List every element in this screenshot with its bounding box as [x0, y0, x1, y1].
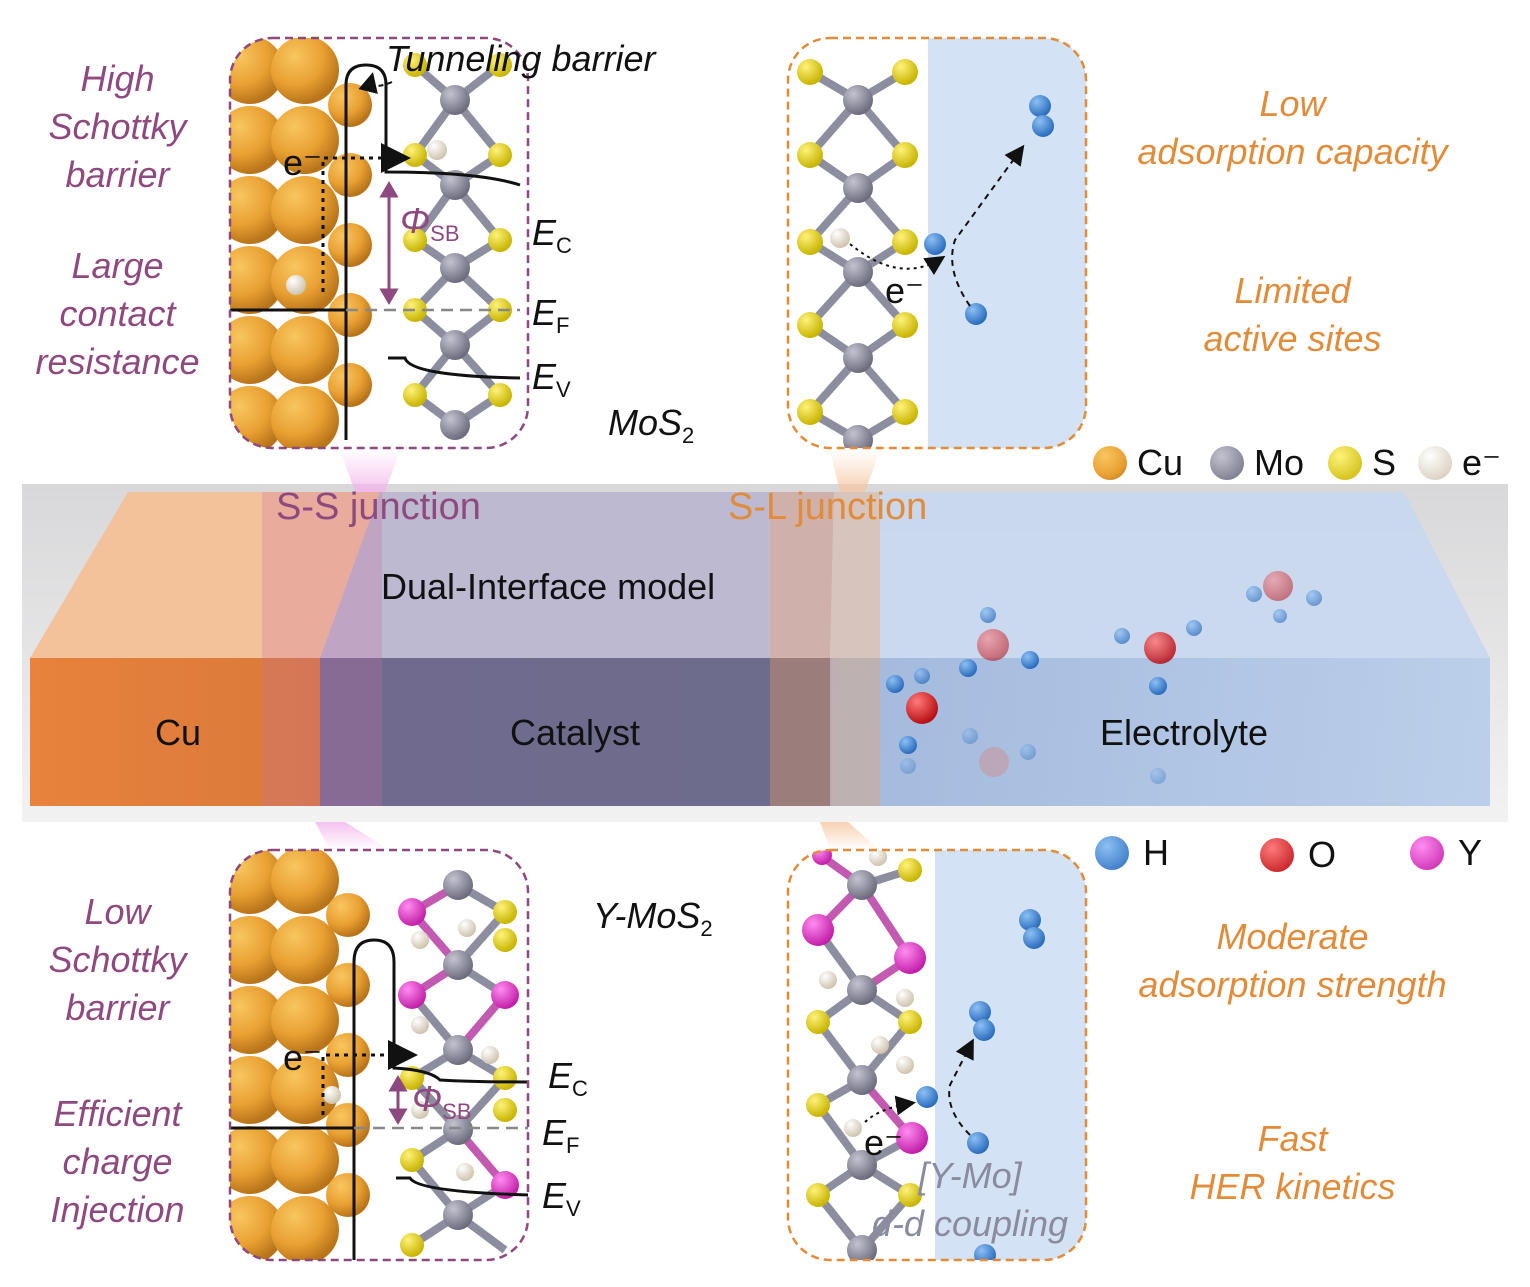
top-left-label-schottky: High Schottky barrier	[48, 58, 187, 195]
top-right-label-adsorption: Low adsorption capacity	[1137, 83, 1448, 172]
connector-br	[820, 822, 880, 850]
model-title: Dual-Interface model	[381, 566, 716, 607]
mo-swatch-icon	[1210, 446, 1244, 480]
electrolyte-label: Electrolyte	[1100, 712, 1269, 753]
panel-top-left-border	[228, 36, 530, 450]
catalyst-label: Catalyst	[510, 712, 641, 753]
o-swatch-icon	[1260, 838, 1294, 872]
cu-atoms-top	[230, 38, 372, 448]
yo-coupling-label: [Y-Mo] d-d coupling	[871, 1155, 1069, 1244]
s-atoms-br	[806, 858, 922, 1207]
electron-swatch-icon	[1418, 446, 1452, 480]
panel-bottom-left	[230, 850, 528, 1260]
connector-bl	[315, 822, 390, 850]
s-swatch-icon	[1328, 446, 1362, 480]
electron-path-br	[864, 1095, 916, 1123]
ev-label-bottom: EV	[542, 1175, 581, 1221]
ef-label-top: EF	[532, 292, 570, 338]
legend-o: O	[1260, 834, 1336, 876]
band-diagram-top	[230, 63, 521, 440]
tunneling-arrow	[358, 72, 393, 94]
panel-top-right-border	[786, 36, 1088, 450]
bottom-left-label-schottky: Low Schottky barrier	[48, 891, 187, 1028]
phi-sb-arrow-top	[379, 181, 399, 305]
ef-label-bottom: EF	[542, 1112, 580, 1158]
water-molecules	[886, 571, 1322, 784]
ss-junction-glow	[262, 492, 382, 806]
s-atoms-tr	[797, 59, 918, 425]
tunneling-barrier-label: Tunneling barrier	[386, 38, 656, 79]
catalyst-slab	[320, 492, 834, 806]
mo-atoms-br	[847, 870, 877, 1260]
h2-path-br	[948, 1038, 974, 1136]
ec-label-top: EC	[532, 212, 572, 258]
material-label-mos2: MoS2	[608, 402, 695, 448]
legend-h: H	[1095, 832, 1169, 874]
panel-top-left	[230, 38, 528, 448]
ev-label-top: EV	[532, 356, 571, 402]
mo-atoms-bl	[443, 870, 473, 1230]
phi-sb-label-bottom: ΦSB	[412, 1078, 472, 1124]
h-atoms-br	[916, 909, 1045, 1260]
h-swatch-icon	[1095, 836, 1129, 870]
phi-sb-label-top: ΦSB	[400, 200, 460, 246]
bottom-right-label-strength: Moderate adsorption strength	[1138, 916, 1447, 1005]
phi-sb-arrow-bottom	[388, 1075, 408, 1125]
legend-electron: e⁻	[1418, 442, 1501, 484]
legend-mo: Mo	[1210, 442, 1304, 484]
legend-y: Y	[1410, 832, 1482, 874]
electron-sphere-tl1	[427, 140, 447, 160]
bottom-left-label-injection: Efficient charge Injection	[50, 1093, 185, 1230]
cu-label: Cu	[155, 712, 202, 753]
ss-junction-label: S-S junction	[276, 486, 481, 528]
electron-sphere-tl2	[286, 275, 306, 295]
panel-bottom-left-border	[228, 848, 530, 1262]
electron-label-bl: e⁻	[283, 1037, 323, 1078]
legend-cu: Cu	[1093, 442, 1183, 484]
panel-top-right	[788, 38, 1086, 448]
cu-swatch-icon	[1093, 446, 1127, 480]
electron-sphere-tr	[830, 228, 850, 248]
electrons-bl	[323, 919, 499, 1181]
top-left-label-resistance: Large contact resistance	[35, 245, 200, 382]
cu-slab	[30, 492, 380, 806]
electrons-br	[819, 850, 914, 1137]
connector-tl	[340, 450, 400, 492]
ec-label-bottom: EC	[548, 1055, 588, 1101]
sl-junction-glow	[770, 492, 880, 806]
top-right-label-sites: Limited active sites	[1203, 270, 1382, 359]
y-atoms-bl	[398, 898, 519, 1199]
connector-tr	[830, 450, 880, 492]
electron-path-bottom	[321, 1040, 418, 1115]
electron-label-tr: e⁻	[885, 270, 925, 311]
y-swatch-icon	[1410, 836, 1444, 870]
material-label-ymos2: Y-MoS2	[593, 895, 713, 941]
electron-label-br: e⁻	[864, 1122, 904, 1163]
mo-atoms-top	[440, 85, 470, 440]
legend-s: S	[1328, 442, 1396, 484]
h-atoms-tr	[924, 95, 1054, 325]
s-atoms-top	[403, 53, 512, 407]
electron-label-tl: e⁻	[283, 142, 323, 183]
panel-bottom-right	[788, 850, 1086, 1260]
bottom-right-label-kinetics: Fast HER kinetics	[1189, 1118, 1396, 1207]
sl-junction-label: S-L junction	[728, 486, 928, 528]
y-atoms-br	[802, 850, 928, 1154]
h2-path-tr	[951, 144, 1025, 307]
panel-bottom-right-border	[786, 848, 1088, 1262]
